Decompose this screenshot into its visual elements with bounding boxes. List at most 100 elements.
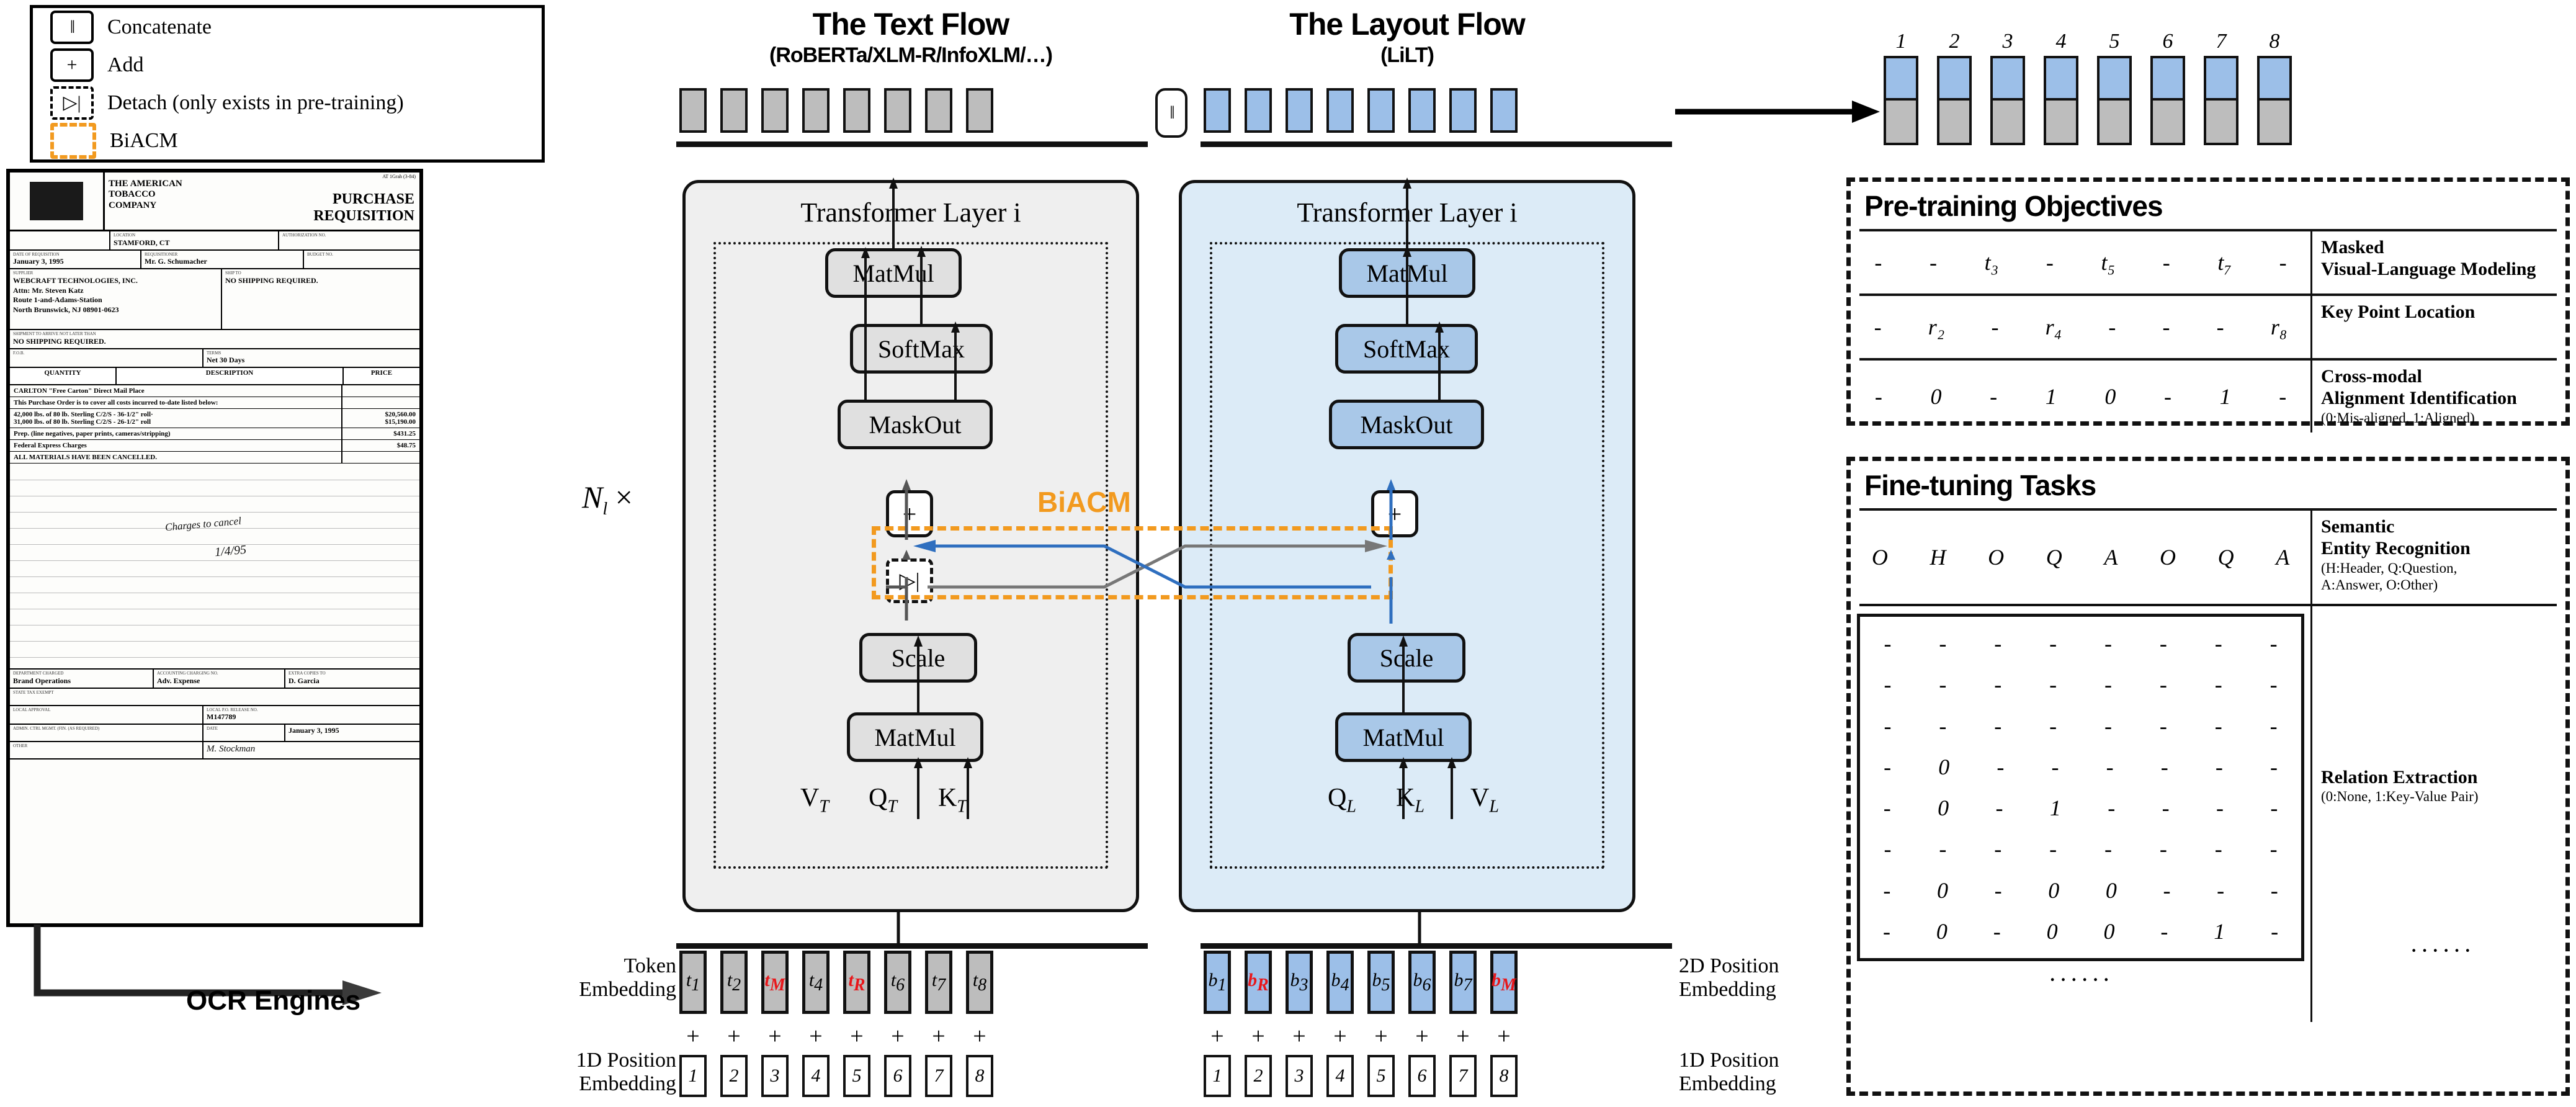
re-matrix-row: -------- <box>1860 706 2301 746</box>
position-cell: 8 <box>966 1055 993 1097</box>
token-embedding-label: Token Embedding <box>579 954 676 1002</box>
text-input-k: KT <box>938 784 967 817</box>
biacm-icon <box>50 122 96 159</box>
text-output-cell <box>884 88 911 133</box>
layout-output-cell <box>1204 88 1231 133</box>
document-image: AT 1Grah (3-84) THE AMERICAN TOBACCO COM… <box>6 169 423 927</box>
re-matrix-cell: - <box>2270 796 2278 821</box>
position-cell: 3 <box>761 1055 789 1097</box>
layout-input-k: KL <box>1396 784 1424 817</box>
pretraining-desc-kpl: Key Point Location <box>2310 296 2565 358</box>
re-matrix-cell: 0 <box>1938 796 1949 821</box>
pretraining-row-kpl: -r₂-r₄---r₈ Key Point Location <box>1851 296 2565 358</box>
output-bar-number: 7 <box>2216 30 2227 53</box>
re-matrix-cell: - <box>1993 918 2001 944</box>
pretraining-cell: - <box>1874 384 1882 409</box>
layout-flow-title: The Layout Flow (LiLT) <box>1289 7 1525 67</box>
ser-cell: O <box>1871 545 1888 570</box>
re-matrix-cell: - <box>2104 836 2112 862</box>
text-token-cell: tR <box>843 951 870 1014</box>
re-matrix-cell: 0 <box>2046 918 2058 944</box>
pretraining-cell: - <box>2046 250 2054 275</box>
ser-desc: Semantic Entity Recognition (H:Header, Q… <box>2310 511 2565 604</box>
pretraining-cell: 0 <box>1930 384 1942 409</box>
position-cell: 1 <box>679 1055 707 1097</box>
position-cell: 7 <box>925 1055 952 1097</box>
doc-item: Prep. (line negatives, paper prints, cam… <box>10 428 419 440</box>
ser-cell: Q <box>2217 545 2234 570</box>
re-matrix-row: -------- <box>1860 623 2301 664</box>
doc-header: THE AMERICAN TOBACCO COMPANY PURCHASE RE… <box>10 173 419 231</box>
pretraining-cell: - <box>1991 315 1999 339</box>
pretraining-desc-mvlm: Masked Visual-Language Modeling <box>2310 231 2565 294</box>
layout-token-cell: b5 <box>1367 951 1395 1014</box>
output-bar-layout-part <box>1990 56 2025 101</box>
re-matrix-cell: 1 <box>2049 796 2061 821</box>
re-matrix-cell: - <box>2049 672 2057 697</box>
pretraining-cell: - <box>1874 315 1882 339</box>
re-matrix-cell: - <box>2214 836 2222 862</box>
text-output-strip <box>679 88 993 133</box>
re-matrix-cell: 0 <box>2103 918 2115 944</box>
output-bar-layout-part <box>2257 56 2292 101</box>
pretraining-cell: - <box>2162 315 2170 339</box>
pretraining-desc-cmai: Cross-modal Alignment Identification (0:… <box>2310 361 2565 432</box>
output-arrow <box>1675 101 1880 123</box>
re-matrix-cell: - <box>1994 672 2002 697</box>
position-cell: 1 <box>1204 1055 1231 1097</box>
re-matrix-cell: - <box>2104 672 2112 697</box>
plus-sign: + <box>809 1023 823 1049</box>
re-matrix-cell: - <box>1883 796 1891 821</box>
doc-handwriting-2: 1/4/95 <box>214 542 247 560</box>
output-bar-text-part <box>2097 101 2132 145</box>
legend-item-biacm: BiACM <box>33 122 542 159</box>
plus-sign: + <box>1456 1023 1470 1049</box>
detach-icon: ▷| <box>50 86 94 120</box>
re-matrix-cell: - <box>2214 713 2222 738</box>
finetuning-row-re: -------------------------0-------0-1----… <box>1851 606 2565 1022</box>
position-cell: 2 <box>1245 1055 1272 1097</box>
pretraining-cell: - <box>1990 384 1998 409</box>
re-matrix-cell: - <box>2160 754 2168 779</box>
output-bar-text-part <box>2204 101 2238 145</box>
plus-sign: + <box>1251 1023 1265 1049</box>
re-matrix-cell: - <box>2162 796 2170 821</box>
doc-item: Federal Express Charges$48.75 <box>10 440 419 452</box>
re-matrix-cell: - <box>1997 754 2005 779</box>
legend-item-add: + Add <box>33 46 542 84</box>
doc-logo <box>10 173 105 230</box>
plus-sign: + <box>1497 1023 1511 1049</box>
doc-title: PURCHASE REQUISITION <box>313 191 414 224</box>
re-matrix-cell: - <box>2104 713 2112 738</box>
position-cell: 7 <box>1449 1055 1477 1097</box>
ocr-arrow <box>34 925 382 1005</box>
re-matrix-cell: - <box>2163 877 2171 903</box>
text-embed-riser <box>897 912 900 946</box>
output-bar-text-part <box>1990 101 2025 145</box>
pretraining-cell: - <box>2162 250 2170 275</box>
re-matrix-cell: - <box>2215 754 2223 779</box>
re-matrix-cell: 1 <box>2214 918 2225 944</box>
text-attention-dashed-box <box>713 242 1108 869</box>
output-bar-layout-part <box>2150 56 2185 101</box>
text-transformer-label: Transformer Layer i <box>800 197 1021 228</box>
plus-sign: + <box>1333 1023 1347 1049</box>
output-bar-layout-part <box>2044 56 2078 101</box>
position-cell: 2 <box>720 1055 748 1097</box>
legend-label-add: Add <box>107 53 144 76</box>
position-cell: 8 <box>1490 1055 1518 1097</box>
output-bar-layout-part <box>2097 56 2132 101</box>
layout-output-cell <box>1286 88 1313 133</box>
concatenate-icon: ‖ <box>50 10 94 44</box>
re-matrix-cell: - <box>1994 713 2002 738</box>
text-token-cell: t7 <box>925 951 952 1014</box>
pos1d-embedding-label: 1D Position Embedding <box>576 1049 676 1096</box>
re-matrix-cell: - <box>2270 713 2278 738</box>
re-matrix-cell: - <box>1884 713 1892 738</box>
text-output-underline <box>676 141 1148 147</box>
re-matrix-cell: - <box>1884 754 1892 779</box>
